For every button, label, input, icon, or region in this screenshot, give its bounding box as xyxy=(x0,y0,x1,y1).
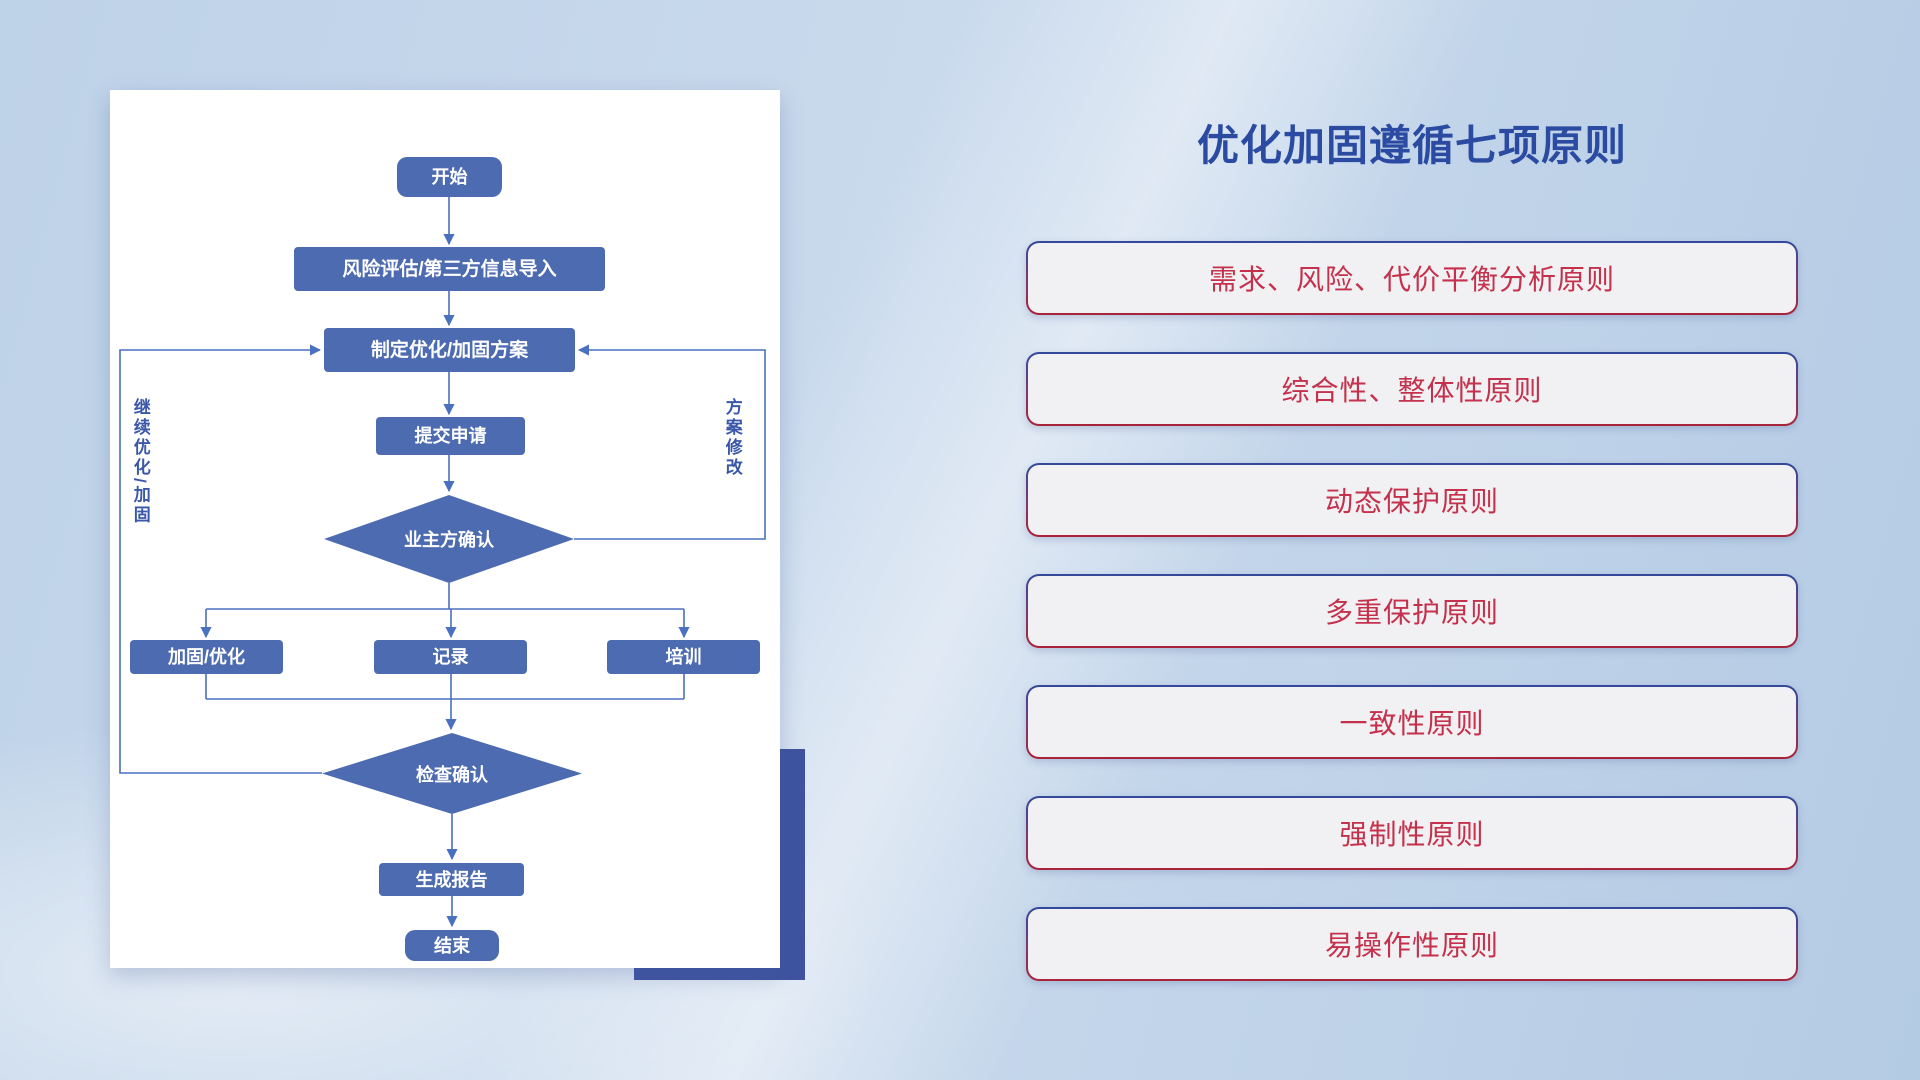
principles-list: 需求、风险、代价平衡分析原则 综合性、整体性原则 动态保护原则 多重保护原则 一… xyxy=(1026,241,1798,981)
flow-node-end: 结束 xyxy=(405,930,499,961)
flow-node-owner-confirm: 业主方确认 xyxy=(324,495,574,583)
flow-node-record: 记录 xyxy=(374,640,527,674)
principle-item-1-label: 需求、风险、代价平衡分析原则 xyxy=(1028,243,1796,313)
flow-label-plan-revision-loop: 方案修改 xyxy=(722,398,742,478)
flow-label-continue-loop: 继续优化/加固 xyxy=(130,398,150,526)
flow-node-submit: 提交申请 xyxy=(376,417,525,455)
principle-item-5-label: 一致性原则 xyxy=(1028,687,1796,757)
flow-node-make-plan: 制定优化/加固方案 xyxy=(324,328,575,372)
flow-node-risk-import: 风险评估/第三方信息导入 xyxy=(294,247,605,291)
flow-node-start: 开始 xyxy=(397,157,502,197)
principle-item-2: 综合性、整体性原则 xyxy=(1026,352,1798,426)
principle-item-1: 需求、风险、代价平衡分析原则 xyxy=(1026,241,1798,315)
principle-item-6-label: 强制性原则 xyxy=(1028,798,1796,868)
principle-item-3: 动态保护原则 xyxy=(1026,463,1798,537)
principle-item-2-label: 综合性、整体性原则 xyxy=(1028,354,1796,424)
flow-node-check-confirm: 检查确认 xyxy=(322,733,582,814)
flowchart-panel: 开始 风险评估/第三方信息导入 制定优化/加固方案 提交申请 业主方确认 加固/… xyxy=(110,90,780,968)
flow-node-training: 培训 xyxy=(607,640,760,674)
page-title: 优化加固遵循七项原则 xyxy=(1196,122,1627,169)
flow-node-report: 生成报告 xyxy=(379,863,524,896)
principle-item-4-label: 多重保护原则 xyxy=(1028,576,1796,646)
flow-node-owner-confirm-label: 业主方确认 xyxy=(404,530,494,550)
principle-item-7: 易操作性原则 xyxy=(1026,907,1798,981)
principle-item-7-label: 易操作性原则 xyxy=(1028,909,1796,979)
principle-item-6: 强制性原则 xyxy=(1026,796,1798,870)
flow-node-check-confirm-label: 检查确认 xyxy=(416,764,488,785)
principle-item-5: 一致性原则 xyxy=(1026,685,1798,759)
flow-node-reinforce: 加固/优化 xyxy=(130,640,283,674)
principle-item-3-label: 动态保护原则 xyxy=(1028,465,1796,535)
principle-item-4: 多重保护原则 xyxy=(1026,574,1798,648)
